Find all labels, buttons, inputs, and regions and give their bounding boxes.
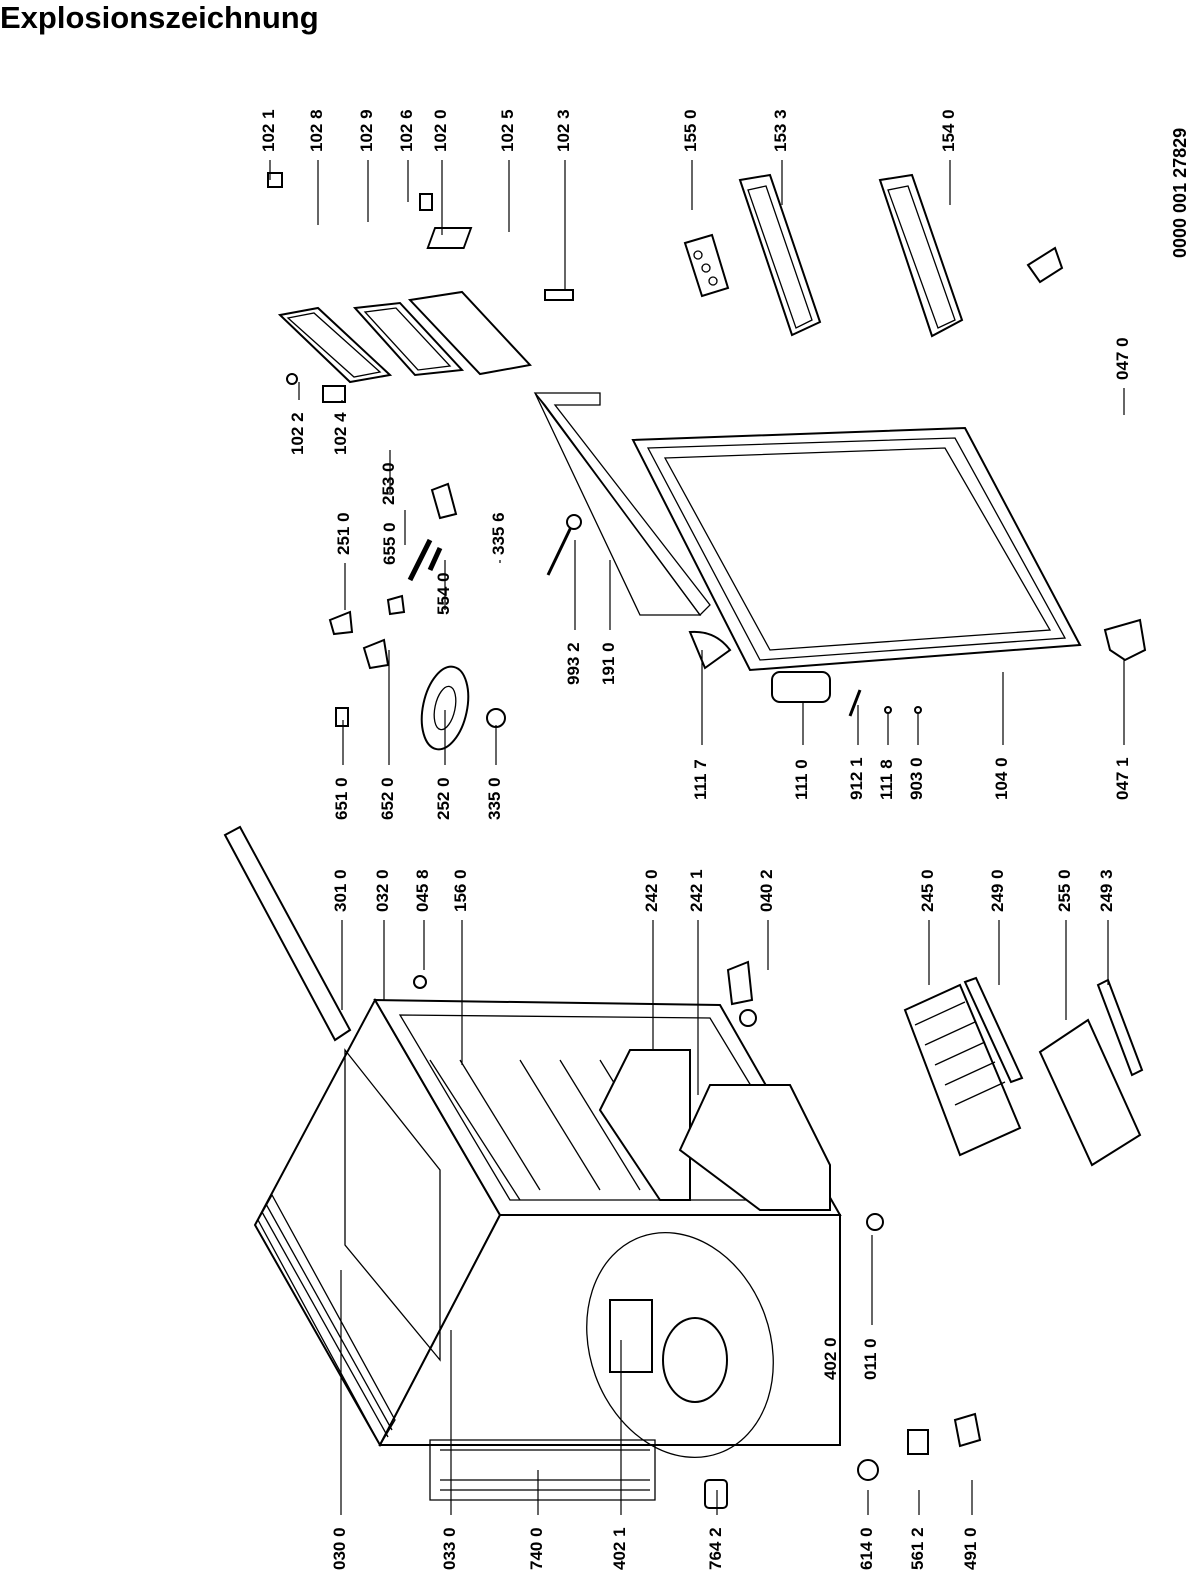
- part-number-label: 554 0: [434, 572, 453, 615]
- cabinet-body: [253, 997, 842, 1501]
- part-number-label: 903 0: [907, 757, 926, 800]
- part-number-label: 335 6: [489, 512, 508, 555]
- part-number-label: 764 2: [706, 1527, 725, 1570]
- part-number-label: 102 8: [307, 109, 326, 152]
- part-number-label: 402 1: [610, 1527, 629, 1570]
- control-panel-strip: [223, 825, 352, 1042]
- part-number-label: 011 0: [861, 1338, 880, 1380]
- part-number-label: 251 0: [334, 512, 353, 555]
- part-number-label: 111 7: [691, 759, 710, 800]
- part-number-label: 255 0: [1055, 869, 1074, 912]
- part-number-label: 102 2: [288, 412, 307, 455]
- part-number-label: 252 0: [434, 777, 453, 820]
- part-number-label: 111 0: [792, 759, 811, 800]
- part-number-label: 033 0: [440, 1527, 459, 1570]
- part-number-label: 740 0: [527, 1527, 546, 1570]
- thermostat-parts: [328, 482, 582, 751]
- part-number-label: 154 0: [939, 109, 958, 152]
- misc-parts: [704, 1412, 982, 1509]
- part-number-label: 402 0: [821, 1337, 840, 1380]
- part-number-label: 102 1: [259, 109, 278, 152]
- part-number-label: 561 2: [908, 1527, 927, 1570]
- hinge-and-feet: [413, 246, 1147, 1231]
- part-number-label: 242 1: [687, 869, 706, 912]
- part-number-label: 102 3: [554, 109, 573, 152]
- part-number-label: 030 0: [330, 1527, 349, 1570]
- part-number-label: 912 1: [847, 757, 866, 800]
- part-number-label: 249 3: [1097, 869, 1116, 912]
- part-number-label: 153 3: [771, 109, 790, 152]
- part-number-label: 245 0: [918, 869, 937, 912]
- part-number-label: 191 0: [599, 642, 618, 685]
- door: [533, 392, 1082, 703]
- part-number-label: 102 9: [357, 109, 376, 152]
- part-number-label: 102 0: [431, 109, 450, 152]
- part-number-label: 155 0: [681, 109, 700, 152]
- freezer-door-assembly: [267, 172, 574, 403]
- part-number-label: 047 0: [1113, 337, 1132, 380]
- shelves: [903, 976, 1144, 1167]
- part-number-label: 301 0: [331, 869, 350, 912]
- part-number-label: 242 0: [642, 869, 661, 912]
- part-number-label: 102 6: [397, 109, 416, 152]
- part-number-label: 253 0: [379, 462, 398, 505]
- part-number-label: 651 0: [332, 777, 351, 820]
- part-number-label: 993 2: [564, 642, 583, 685]
- part-number-label: 045 8: [413, 869, 432, 912]
- door-shelves: [683, 173, 964, 338]
- part-number-label: 032 0: [373, 869, 392, 912]
- part-number-label: 104 0: [992, 757, 1011, 800]
- part-number-label: 156 0: [451, 869, 470, 912]
- part-number-label: 614 0: [857, 1527, 876, 1570]
- part-number-label: 335 0: [485, 777, 504, 820]
- part-number-label: 655 0: [380, 522, 399, 565]
- part-number-label: 047 1: [1113, 757, 1132, 800]
- part-number-label: 249 0: [988, 869, 1007, 912]
- part-number-label: 102 5: [498, 109, 517, 152]
- page-title: Explosionszeichnung: [0, 0, 319, 35]
- part-number-label: 652 0: [378, 777, 397, 820]
- part-number-label: 111 8: [877, 759, 896, 800]
- part-number-label: 102 4: [331, 412, 350, 455]
- part-number-label: 040 2: [757, 869, 776, 912]
- part-labels: 102 1 102 8 102 9 102 6 102 0 102 5 102 3 155 0…: [259, 109, 1132, 1570]
- part-number-label: 491 0: [961, 1527, 980, 1570]
